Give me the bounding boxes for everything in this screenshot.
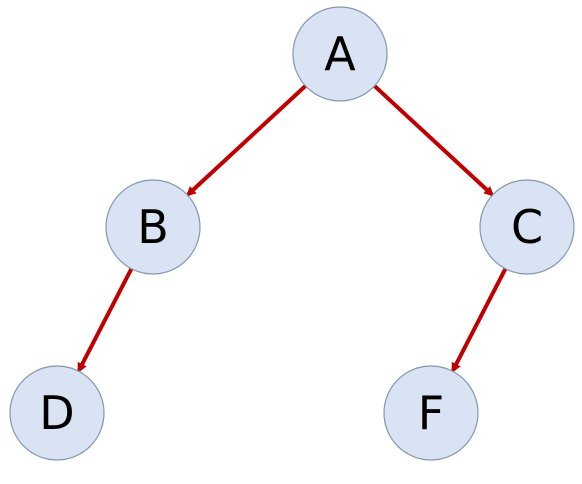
node-label-a: A — [324, 27, 356, 81]
node-a: A — [292, 6, 388, 102]
edge-a-c — [373, 84, 495, 197]
node-circle-d — [9, 365, 105, 461]
node-b: B — [105, 179, 201, 275]
node-circle-f — [383, 365, 479, 461]
edge-c-f — [451, 267, 508, 373]
node-label-d: D — [39, 386, 74, 440]
node-label-b: B — [137, 200, 169, 254]
node-f: F — [383, 365, 479, 461]
edge-a-b — [185, 84, 307, 197]
node-circle-b — [105, 179, 201, 275]
node-label-f: F — [418, 386, 444, 440]
node-c: C — [479, 179, 575, 275]
nodes-layer: A B C D F — [9, 6, 575, 461]
edge-b-d — [77, 267, 134, 373]
node-circle-c — [479, 179, 575, 275]
node-label-c: C — [511, 200, 543, 254]
edges-layer — [77, 84, 508, 373]
node-circle-a — [292, 6, 388, 102]
node-d: D — [9, 365, 105, 461]
